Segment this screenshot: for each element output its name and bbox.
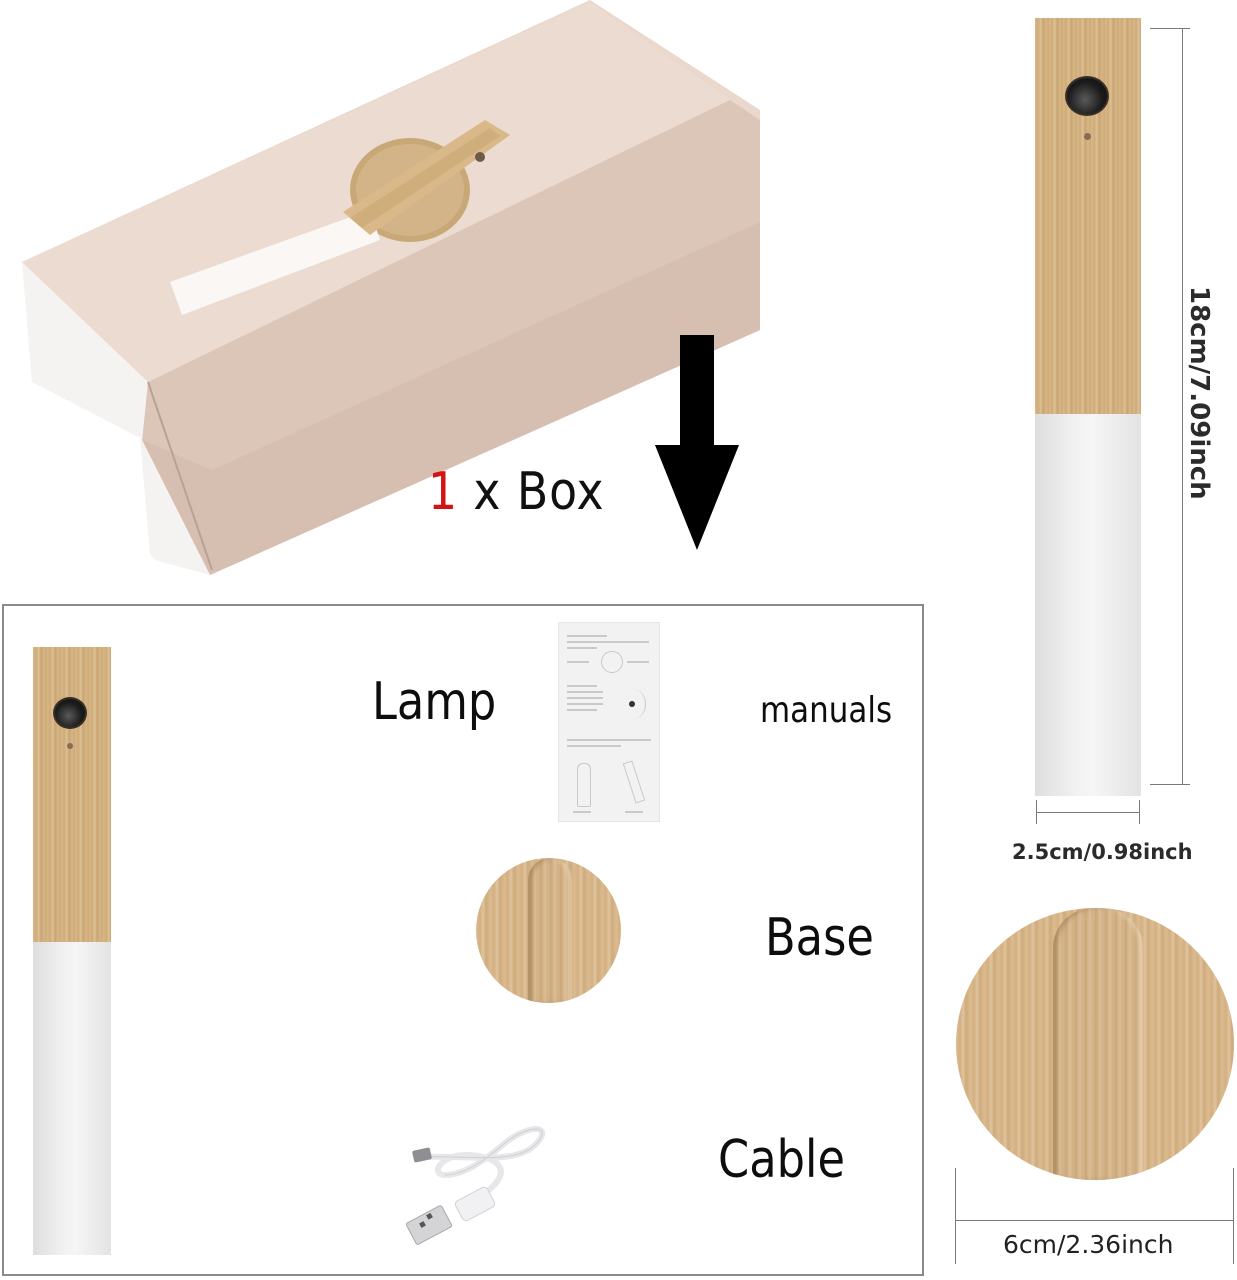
base-image	[476, 858, 621, 1003]
lamp-height-dimension: 18cm/7.09inch	[1184, 286, 1214, 500]
manual-image	[558, 622, 660, 822]
lamp-width-dimension: 2.5cm/0.98inch	[1012, 840, 1193, 864]
packaging-box-image	[22, 0, 760, 575]
motion-sensor-icon	[1065, 76, 1109, 116]
lamp-image	[33, 647, 111, 1255]
base-diameter-dimension: 6cm/2.36inch	[1003, 1230, 1174, 1259]
box-quantity-caption: 1 x Box	[428, 462, 605, 522]
item-label-base: Base	[765, 908, 874, 968]
arrow-down-icon	[655, 335, 739, 550]
usb-cable-image	[405, 1126, 546, 1245]
quantity-number: 1	[428, 462, 459, 522]
base-dimension-image	[956, 908, 1234, 1180]
package-contents-panel	[2, 604, 924, 1276]
indicator-led-icon	[67, 743, 73, 749]
item-label-lamp: Lamp	[372, 672, 497, 732]
box-label: x Box	[458, 462, 605, 522]
item-label-cable: Cable	[718, 1130, 845, 1190]
lamp-dimension-image	[1035, 18, 1141, 796]
indicator-led-icon	[1084, 133, 1091, 140]
motion-sensor-icon	[53, 697, 87, 729]
item-label-manuals: manuals	[760, 690, 893, 731]
